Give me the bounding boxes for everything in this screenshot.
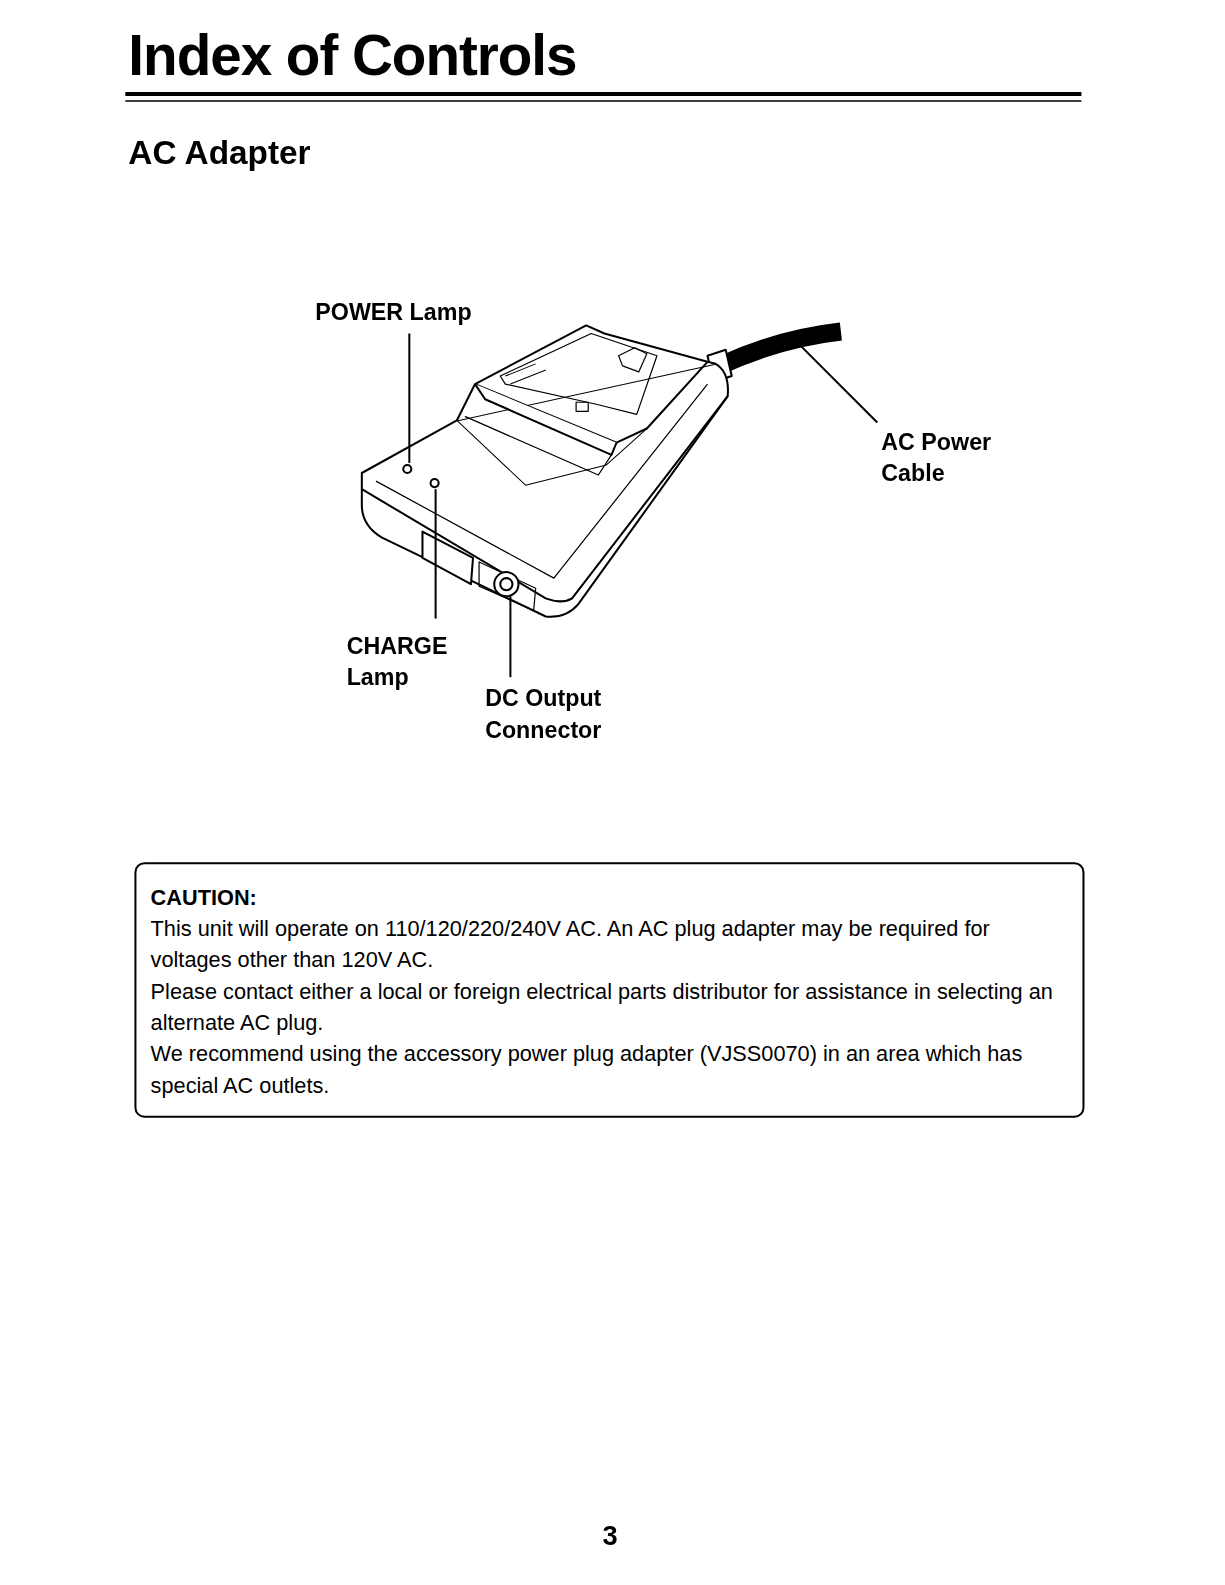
caution-text: Please contact either a local or foreign…	[151, 976, 1069, 1039]
page-number: 3	[602, 1521, 617, 1552]
caution-heading: CAUTION:	[151, 882, 1069, 913]
part-label: CHARGE Lamp	[347, 631, 460, 694]
charger-body	[362, 325, 841, 616]
heading-rule	[125, 100, 1081, 102]
caution-box: CAUTION:This unit will operate on 110/12…	[134, 862, 1084, 1118]
caution-text: We recommend using the accessory power p…	[151, 1039, 1069, 1102]
page-title: Index of Controls	[128, 22, 576, 88]
part-label: DC Output Connector	[485, 683, 626, 746]
heading-rule	[125, 92, 1081, 96]
part-label: POWER Lamp	[315, 297, 517, 328]
caution-text: This unit will operate on 110/120/220/24…	[151, 914, 1069, 977]
section-heading: AC Adapter	[128, 133, 310, 171]
part-label: AC Power Cable	[881, 427, 1012, 490]
leader-line	[409, 334, 877, 678]
